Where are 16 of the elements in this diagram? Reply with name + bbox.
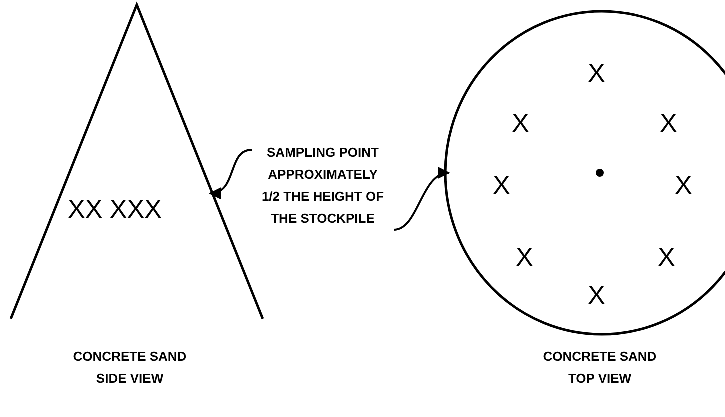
sample-mark: XX XXX [68, 196, 162, 222]
stockpile-top-view [444, 10, 725, 336]
sample-mark: X [493, 172, 510, 198]
leader-arrow [394, 168, 450, 231]
sample-mark: X [516, 244, 534, 270]
sample-mark: X [588, 60, 606, 86]
leader-arrow [209, 149, 252, 198]
sample-mark: X [512, 110, 530, 136]
view-caption: CONCRETE SAND TOP VIEW [542, 348, 658, 388]
sample-mark: X [660, 110, 678, 136]
stockpile-side-view [10, 4, 264, 320]
sampling-note: SAMPLING POINT APPROXIMATELY 1/2 THE HEIGHT OF THE STOCKPILE [258, 142, 388, 236]
view-caption: CONCRETE SAND SIDE VIEW [72, 348, 188, 388]
sample-mark: X [588, 282, 606, 308]
sample-mark: X [675, 172, 692, 198]
sample-mark: X [658, 244, 676, 270]
